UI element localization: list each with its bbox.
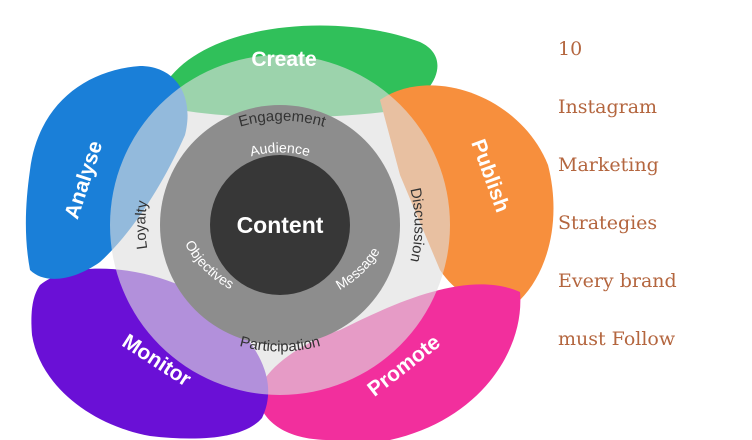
content-core [210,155,350,295]
participation-label: Participation [238,333,322,355]
headline-line: Instagram [558,96,658,118]
headline-text: 10 Instagram Marketing Strategies Every … [558,20,748,368]
content-strategy-diagram: Create Publish Promote Monitor Analyse E… [25,25,554,440]
audience-label: Audience [248,139,312,159]
create-label: Create [251,48,316,71]
headline-line: must Follow [558,328,676,350]
headline-line: Strategies [558,212,658,234]
loyalty-label: Loyalty [132,199,151,250]
engagement-label: Engagement [237,108,329,131]
headline-line: 10 [558,38,583,60]
content-label: Content [237,212,324,238]
promote-petal [257,284,521,440]
headline-line: Every brand [558,270,677,292]
discussion-label: Discussion [406,186,427,263]
headline-line: Marketing [558,154,659,176]
